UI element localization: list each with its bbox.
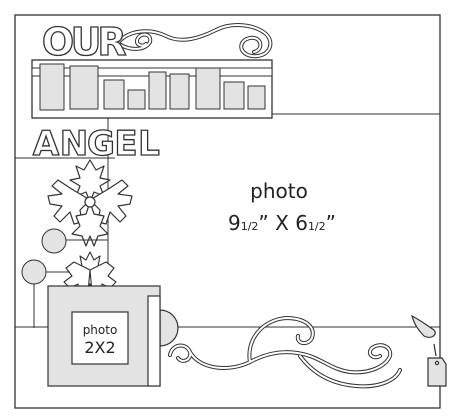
strip-photo-8	[224, 82, 244, 109]
title-angel: A N G E L	[33, 124, 160, 164]
strip-photo-4	[128, 90, 145, 109]
strip-photo-1	[40, 64, 64, 110]
title-our-letter-3: R	[97, 20, 126, 64]
accent-circle-1	[42, 229, 66, 253]
main-photo-title: photo	[250, 179, 308, 203]
title-our: O U R	[42, 20, 127, 64]
small-photo-size: 2X2	[84, 338, 115, 357]
photo-strip	[32, 60, 272, 118]
strip-photo-5	[149, 72, 166, 109]
title-our-letter-1: O	[42, 20, 74, 64]
strip-photo-3	[104, 80, 124, 109]
title-angel-letter-1: A	[33, 124, 60, 164]
strip-photo-2	[70, 66, 98, 109]
small-photo-block: photo 2X2	[48, 286, 178, 386]
strip-photo-6	[170, 74, 189, 109]
strip-photo-7	[196, 68, 220, 109]
small-photo-title: photo	[83, 323, 118, 337]
title-angel-letter-4: E	[114, 124, 137, 164]
small-photo-slot	[148, 296, 160, 386]
title-angel-letter-3: G	[87, 124, 115, 164]
strip-photo-9	[248, 86, 265, 109]
title-angel-letter-5: L	[138, 124, 160, 164]
accent-circle-2	[22, 260, 46, 284]
title-angel-letter-2: N	[60, 124, 88, 164]
